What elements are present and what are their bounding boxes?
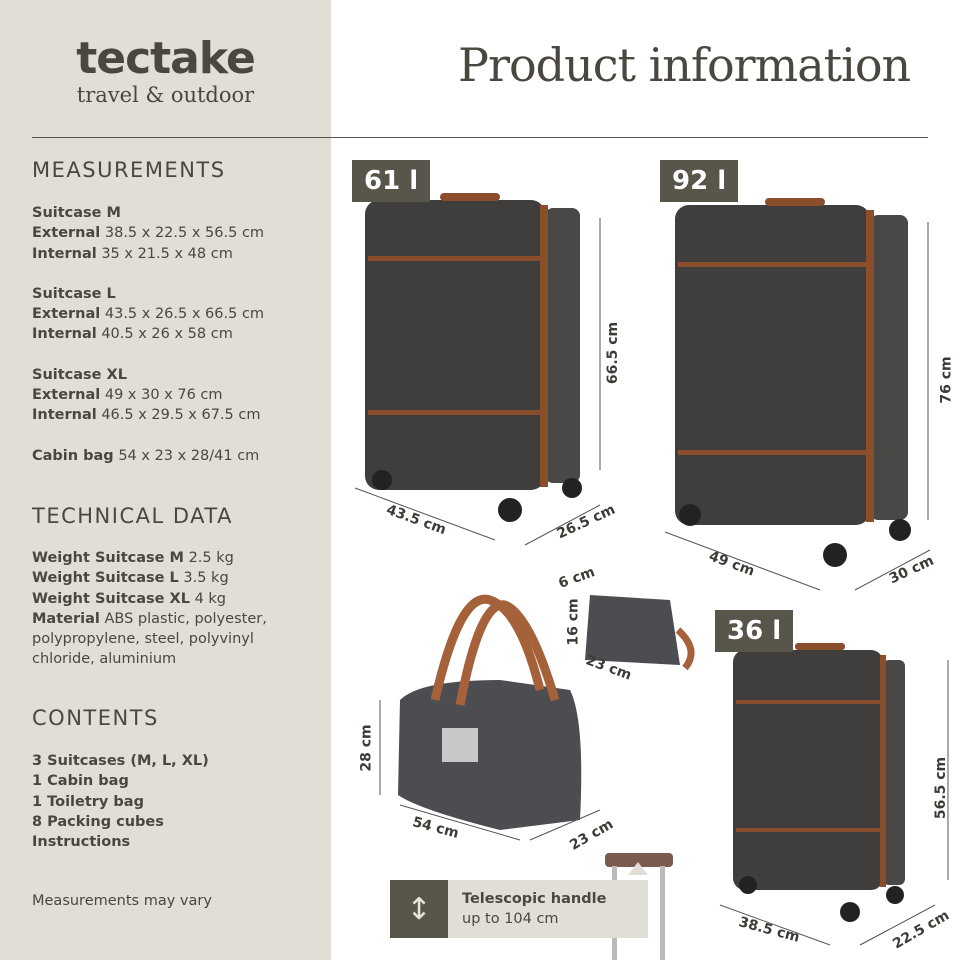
left-panel bbox=[0, 0, 331, 960]
suitcase-m-image bbox=[365, 193, 582, 522]
contents-item: 1 Toiletry bag bbox=[32, 793, 144, 810]
vertical-arrows-icon: ↕ bbox=[390, 880, 448, 938]
dimension-lines bbox=[354, 218, 949, 946]
internal-value: 46.5 x 29.5 x 67.5 cm bbox=[101, 407, 261, 424]
page-title: Product information bbox=[458, 38, 911, 92]
disclaimer: Measurements may vary bbox=[32, 893, 212, 909]
dimension-label: 66.5 cm bbox=[605, 321, 622, 385]
external-value: 38.5 x 22.5 x 56.5 cm bbox=[104, 225, 265, 242]
cabin-value: 54 x 23 x 28/41 cm bbox=[118, 447, 260, 464]
contents-list: 3 Suitcases (M, L, XL) 1 Cabin bag 1 Toi… bbox=[32, 751, 209, 852]
internal-label: Internal bbox=[32, 245, 97, 262]
telescopic-handle-callout: ↕ Telescopic handle up to 104 cm bbox=[390, 880, 648, 938]
weight-label: Weight Suitcase XL bbox=[32, 590, 190, 607]
external-value: 49 x 30 x 76 cm bbox=[104, 387, 223, 404]
suitcase-s-image bbox=[733, 643, 905, 922]
cabin-label: Cabin bag bbox=[32, 447, 114, 464]
contents-item: 3 Suitcases (M, L, XL) bbox=[32, 753, 209, 769]
internal-label: Internal bbox=[32, 407, 97, 424]
telescopic-value: up to 104 cm bbox=[462, 911, 559, 927]
brand-name: tectake bbox=[76, 33, 256, 84]
material-value: ABS plastic, polyester, polypropylene, s… bbox=[32, 610, 267, 668]
internal-value: 40.5 x 26 x 58 cm bbox=[101, 326, 233, 343]
weight-value: 3.5 kg bbox=[183, 570, 229, 587]
telescopic-title: Telescopic handle bbox=[462, 891, 607, 907]
measurements-heading: MEASUREMENTS bbox=[32, 158, 226, 182]
divider bbox=[32, 137, 928, 138]
weight-label: Weight Suitcase M bbox=[32, 550, 184, 566]
dimension-label: 76 cm bbox=[938, 356, 955, 404]
volume-badge-m: 61 l bbox=[352, 160, 431, 202]
cabin-bag-image bbox=[398, 594, 582, 830]
dimension-label: 56.5 cm bbox=[933, 756, 950, 820]
contents-heading: CONTENTS bbox=[32, 706, 159, 730]
suitcase-name: Suitcase L bbox=[32, 285, 116, 302]
material-label: Material bbox=[32, 610, 100, 627]
dimension-label: 28 cm bbox=[358, 724, 375, 772]
contents-item: 8 Packing cubes bbox=[32, 813, 164, 830]
suitcase-name: Suitcase M bbox=[32, 205, 121, 221]
weight-label: Weight Suitcase L bbox=[32, 570, 179, 587]
volume-badge-s: 36 l bbox=[715, 610, 794, 652]
external-value: 43.5 x 26.5 x 66.5 cm bbox=[104, 306, 265, 323]
weight-value: 4 kg bbox=[194, 590, 226, 607]
external-label: External bbox=[32, 225, 101, 242]
contents-item: 1 Cabin bag bbox=[32, 773, 129, 790]
contents-item: Instructions bbox=[32, 834, 131, 851]
external-label: External bbox=[32, 387, 101, 404]
suitcase-name: Suitcase XL bbox=[32, 366, 127, 383]
volume-badge-l: 92 l bbox=[660, 160, 739, 202]
suitcase-l-image bbox=[675, 198, 911, 567]
technical-list: Weight Suitcase M 2.5 kg Weight Suitcase… bbox=[32, 548, 302, 670]
internal-value: 35 x 21.5 x 48 cm bbox=[101, 245, 233, 262]
toiletry-bag-image bbox=[585, 595, 695, 671]
brand-logo: tectake travel & outdoor bbox=[0, 33, 331, 107]
technical-heading: TECHNICAL DATA bbox=[32, 504, 233, 528]
dimension-label: 16 cm bbox=[565, 598, 582, 646]
external-label: External bbox=[32, 306, 101, 323]
internal-label: Internal bbox=[32, 326, 97, 343]
weight-value: 2.5 kg bbox=[188, 550, 234, 566]
measurements-list: Suitcase M External 38.5 x 22.5 x 56.5 c… bbox=[32, 203, 264, 466]
brand-tagline: travel & outdoor bbox=[76, 83, 255, 107]
